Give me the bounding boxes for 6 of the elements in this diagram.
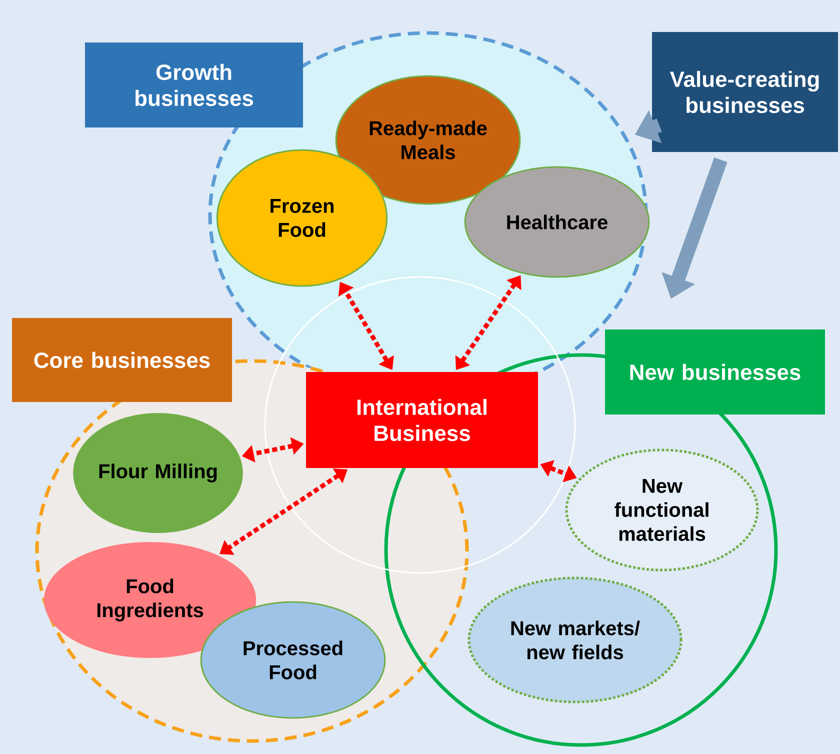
heading-box: Growth businesses (85, 42, 303, 128)
label-box: International Business (306, 372, 538, 468)
heading-box: New businesses (605, 330, 825, 414)
heading-box: Core businesses (12, 318, 232, 402)
label-box: Value-creating businesses (652, 32, 838, 152)
outline-circle (264, 276, 576, 574)
